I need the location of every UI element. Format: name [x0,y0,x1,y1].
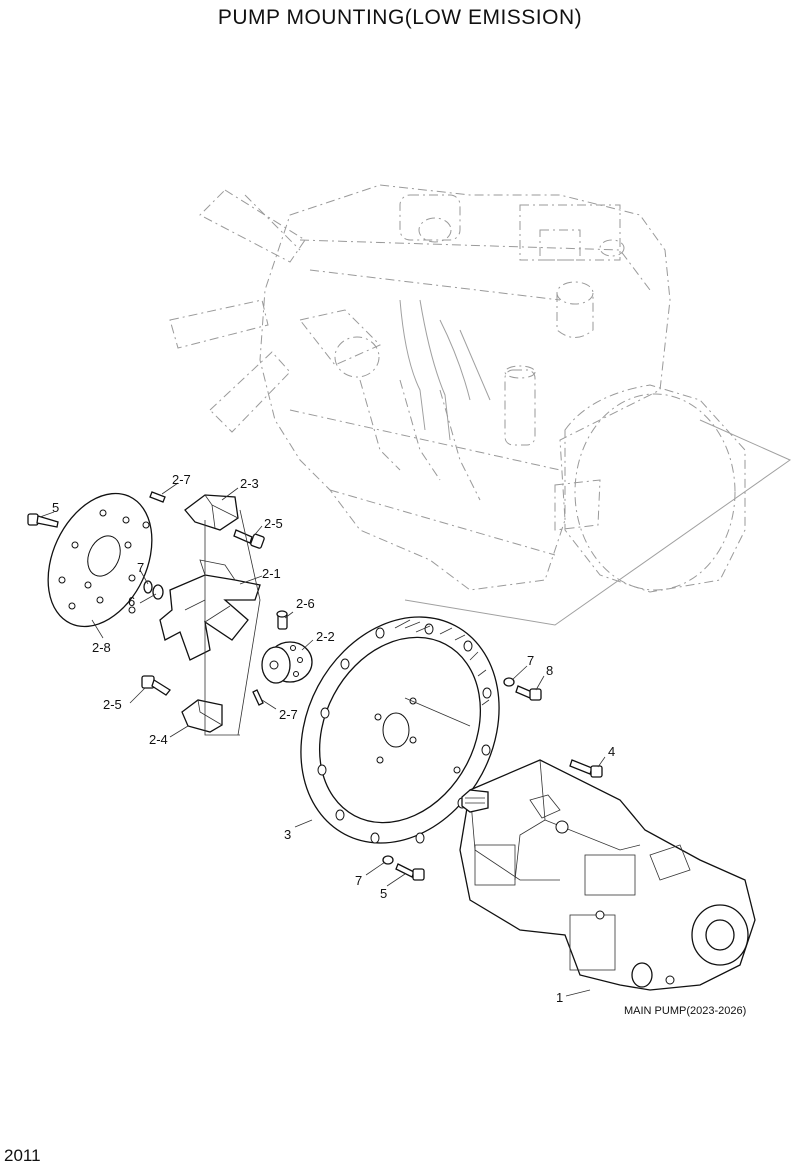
washer-7-right [503,677,515,687]
callout-1: 1 [556,990,563,1005]
washer-7-bottom [382,855,394,865]
callout-5-left: 5 [52,500,59,515]
callout-2-8: 2-8 [92,640,111,655]
leader-lines [39,482,606,997]
flywheel-plate-3 [300,616,500,844]
engine-phantom-outline [169,184,792,626]
callout-2-1: 2-1 [262,566,281,581]
bolt-8 [515,685,542,701]
set-screw-2-6 [276,610,288,630]
washer-7-left [143,580,153,594]
callout-3: 3 [284,827,291,842]
callout-2-3: 2-3 [240,476,259,491]
bolt-5-bottom [395,863,425,881]
callout-2-7-bottom: 2-7 [279,707,298,722]
main-pump-caption: MAIN PUMP(2023-2026) [624,1005,747,1017]
callout-labels: 5 2-7 2-3 2-5 2-1 7 6 2-6 2-8 2-2 2-5 2-… [52,472,615,1005]
insert-2-4 [181,699,223,733]
bolt-2-5-top [233,529,265,549]
insert-2-3 [184,494,239,531]
callout-8: 8 [546,663,553,678]
rubber-element-2-1 [159,559,261,661]
callout-6: 6 [128,594,135,609]
main-pump-1 [459,759,756,991]
spring-pin-2-7-bottom [252,689,264,706]
bolt-2-5-bottom [141,675,171,696]
page-number: 2011 [4,1146,41,1165]
callout-7-left: 7 [137,560,144,575]
callout-4: 4 [608,744,615,759]
page-title: PUMP MOUNTING(LOW EMISSION) [217,6,583,29]
callout-2-7-top: 2-7 [172,472,191,487]
bolt-4 [569,759,603,778]
coupling-disc-2-8 [47,492,153,628]
callout-2-6: 2-6 [296,596,315,611]
callout-5-bottom: 5 [380,886,387,901]
callout-2-4: 2-4 [149,732,168,747]
hub-2-2 [261,641,313,684]
nut-6 [152,584,164,600]
callout-2-5-top: 2-5 [264,516,283,531]
callout-2-5-bottom: 2-5 [103,697,122,712]
callout-7-bottom: 7 [355,873,362,888]
callout-7-right: 7 [527,653,534,668]
callout-2-2: 2-2 [316,629,335,644]
spring-pin-2-7-top [149,491,166,503]
bolt-5-left [27,513,59,528]
